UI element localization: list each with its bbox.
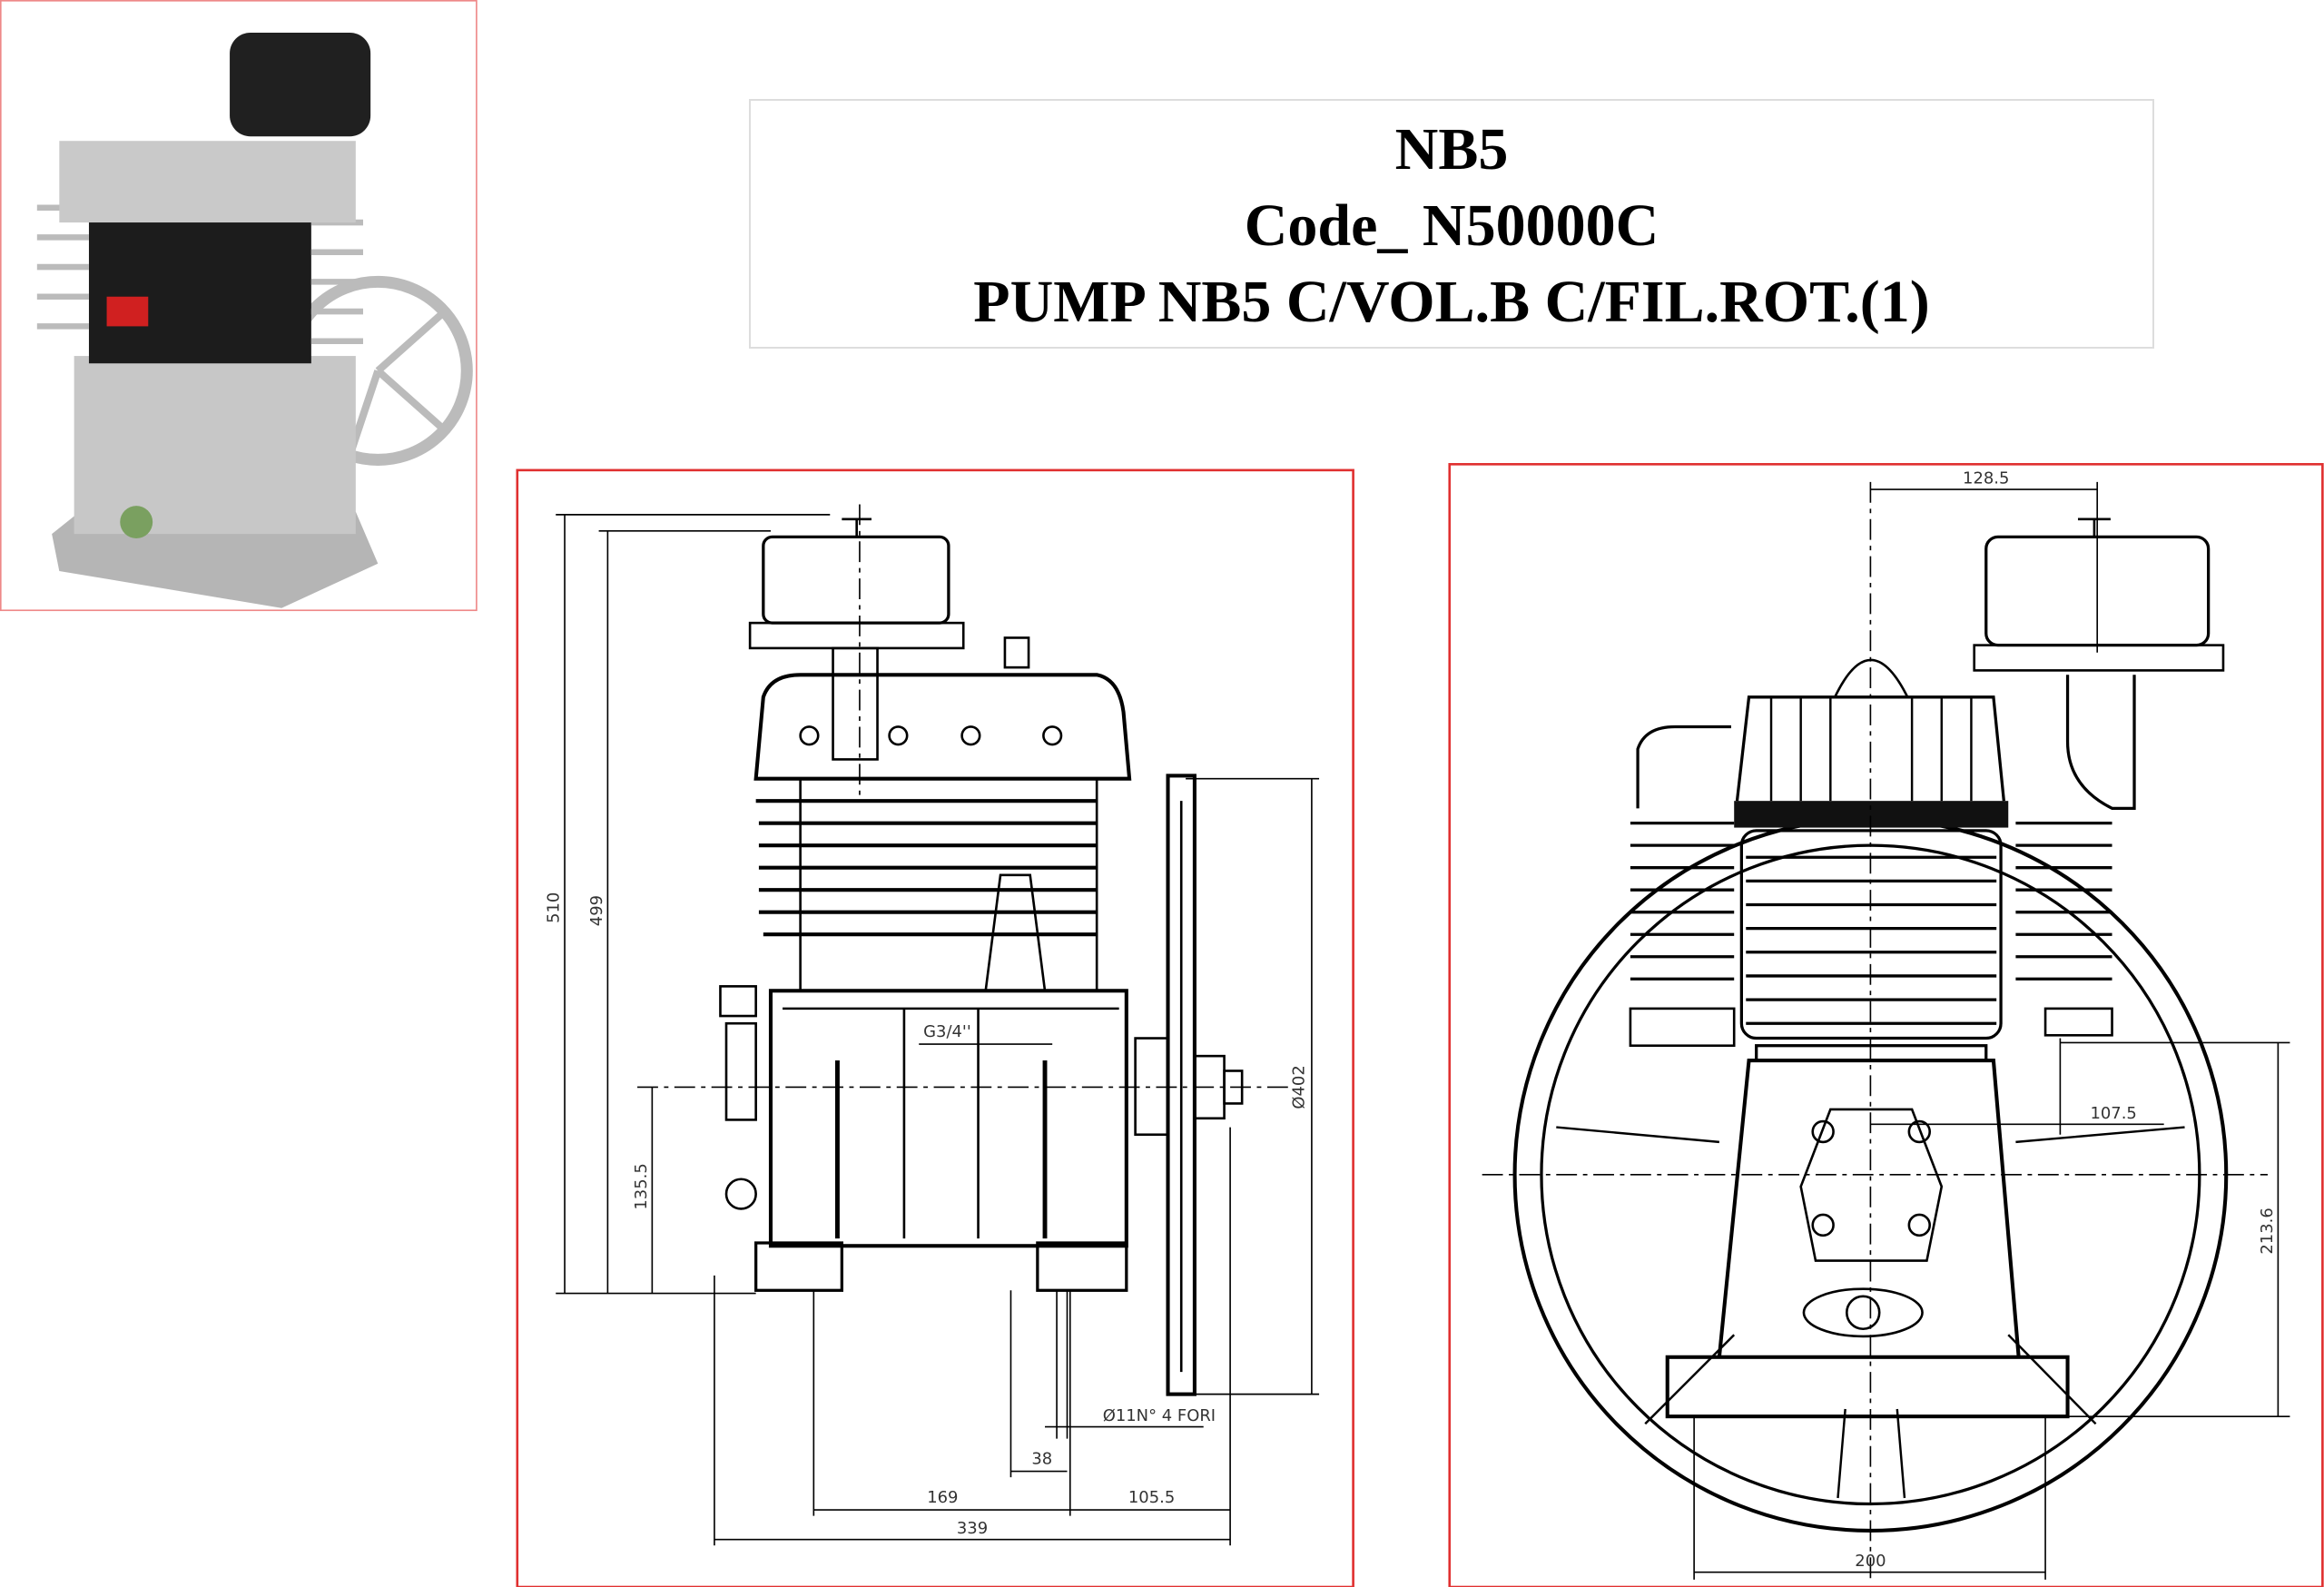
dim-107-5: 107.5 xyxy=(2090,1104,2136,1123)
dim-169: 169 xyxy=(927,1488,958,1507)
product-code: Code_ N50000C xyxy=(1244,192,1659,259)
dim-213-6: 213.6 xyxy=(2258,1208,2277,1254)
dim-135-5: 135.5 xyxy=(632,1163,651,1209)
dim-105-5: 105.5 xyxy=(1128,1488,1175,1507)
product-description: PUMP NB5 C/VOL.B C/FIL.ROT.(1) xyxy=(973,269,1930,335)
dim-38: 38 xyxy=(1031,1449,1052,1468)
pump-photo xyxy=(0,0,478,612)
model-name: NB5 xyxy=(1394,116,1509,182)
dim-339: 339 xyxy=(957,1519,988,1538)
dim-510: 510 xyxy=(545,892,564,923)
dim-200: 200 xyxy=(1855,1552,1886,1571)
side-view-drawing: 510 499 135.5 Ø402 G3/4'' Ø11N° 4 FORI 3… xyxy=(516,468,1354,1587)
dim-128-5: 128.5 xyxy=(1963,469,2009,488)
dim-holes: Ø11N° 4 FORI xyxy=(1103,1406,1216,1425)
front-view-drawing: 128.5 107.5 213.6 200 xyxy=(1448,463,2324,1587)
dim-thread: G3/4'' xyxy=(923,1022,971,1041)
title-box: NB5 Code_ N50000C PUMP NB5 C/VOL.B C/FIL… xyxy=(749,99,2154,349)
dim-pulley-diameter: Ø402 xyxy=(1290,1065,1309,1109)
dim-499: 499 xyxy=(587,895,606,926)
